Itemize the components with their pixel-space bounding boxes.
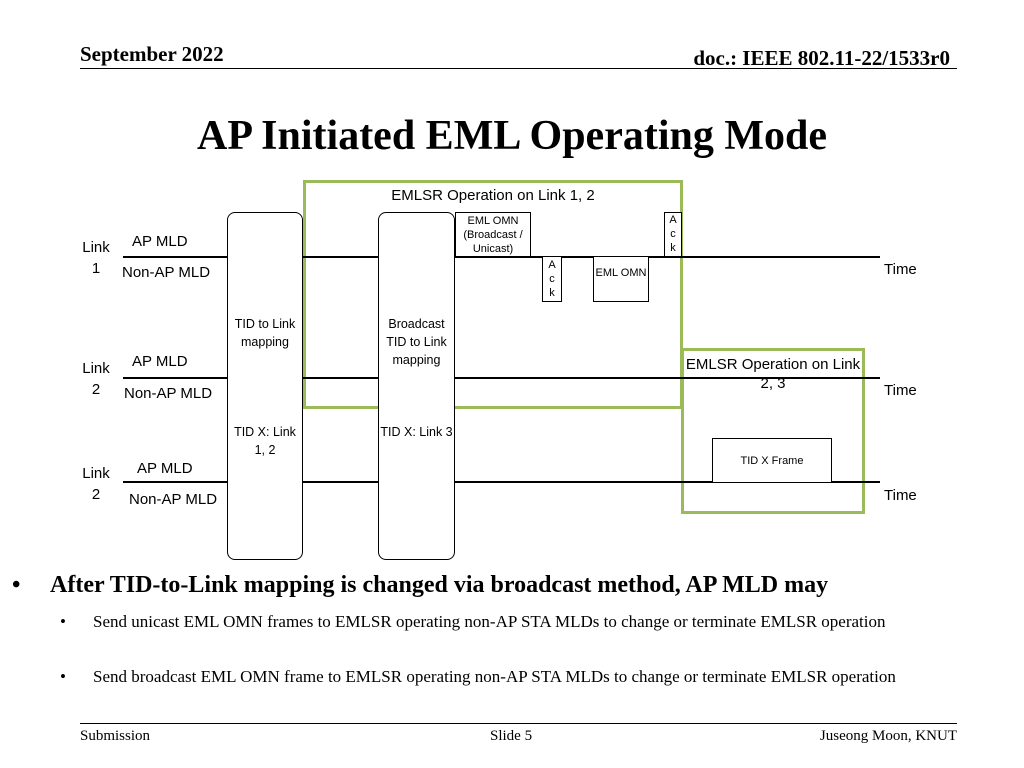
row-1-nonap-label: Non-AP MLD: [122, 264, 211, 281]
emlsr-link-2-3-label: EMLSR Operation on Link 2, 3: [685, 356, 861, 392]
header-rule: [80, 68, 957, 69]
row-1-link-text: Link: [82, 239, 110, 256]
ack-frame-2-text: A c k: [665, 213, 681, 255]
ack-frame-2: A c k: [664, 212, 682, 257]
header-date: September 2022: [80, 42, 224, 66]
ack-2-letter-a: A: [669, 214, 677, 226]
eml-omn-broadcast-text: EML OMN (Broadcast / Unicast): [463, 215, 523, 255]
row-3-link-text: Link: [82, 465, 110, 482]
row-2-link-number: 2: [91, 381, 101, 398]
row-1-link-number: 1: [91, 260, 101, 277]
footer-author: Juseong Moon, KNUT: [819, 728, 957, 744]
row-3-link-number: 2: [91, 486, 101, 503]
ack-2-letter-k: k: [670, 242, 676, 254]
ack-frame-1: A c k: [542, 256, 562, 302]
broadcast-tid-mapping-box: Broadcast TID to Link mapping TID X: Lin…: [378, 212, 455, 560]
ack-1-letter-k: k: [549, 287, 555, 299]
row-2-time-label: Time: [884, 382, 917, 399]
timing-diagram: EMLSR Operation on Link 1, 2 EMLSR Opera…: [80, 180, 917, 560]
bullet-sub-marker-2: •: [60, 667, 66, 686]
bullet-main: After TID-to-Link mapping is changed via…: [50, 572, 829, 598]
bullet-sub-2: Send broadcast EML OMN frame to EMLSR op…: [93, 667, 896, 686]
ack-frame-1-text: A c k: [543, 258, 561, 300]
bullet-marker-main: •: [12, 572, 21, 598]
link-3-timeline: [123, 481, 880, 483]
row-3-ap-label: AP MLD: [137, 460, 193, 477]
emlsr-link-1-2-label: EMLSR Operation on Link 1, 2: [391, 187, 595, 204]
tid-to-link-mapping-box: TID to Link mapping TID X: Link 1, 2: [227, 212, 303, 560]
eml-omn-frame: EML OMN: [593, 256, 649, 302]
link-1-timeline: [123, 256, 880, 258]
tid-x-frame-text: TID X Frame: [740, 455, 804, 467]
row-2-nonap-label: Non-AP MLD: [124, 385, 213, 402]
row-3-link-label: Link 2: [80, 463, 112, 505]
row-1-ap-label: AP MLD: [132, 233, 188, 250]
tid-x-frame: TID X Frame: [712, 438, 832, 483]
broadcast-mapping-label: Broadcast TID to Link mapping: [386, 317, 447, 367]
emlsr-link-2-3-region: [681, 348, 865, 514]
row-2-link-text: Link: [82, 360, 110, 377]
ack-2-letter-c: c: [670, 228, 676, 240]
emlsr-link-1-2-region: [303, 180, 683, 409]
broadcast-mapping-value: TID X: Link 3: [380, 425, 453, 439]
tid-mapping-value: TID X: Link 1, 2: [234, 425, 296, 457]
eml-omn-text: EML OMN: [595, 267, 647, 279]
ack-1-letter-a: A: [548, 259, 556, 271]
eml-omn-broadcast-frame: EML OMN (Broadcast / Unicast): [455, 212, 531, 257]
bullet-sub-marker-1: •: [60, 612, 66, 631]
ack-1-letter-c: c: [549, 273, 555, 285]
bullet-sub-1: Send unicast EML OMN frames to EMLSR ope…: [93, 612, 886, 631]
tid-mapping-label: TID to Link mapping: [234, 317, 296, 349]
footer-submission: Submission: [80, 728, 151, 744]
link-2-timeline: [123, 377, 880, 379]
page-title: AP Initiated EML Operating Mode: [197, 113, 827, 159]
row-2-ap-label: AP MLD: [132, 353, 188, 370]
row-3-time-label: Time: [884, 487, 917, 504]
row-3-nonap-label: Non-AP MLD: [129, 491, 218, 508]
row-1-link-label: Link 1: [80, 237, 112, 279]
footer-rule: [80, 723, 957, 724]
row-2-link-label: Link 2: [80, 358, 112, 400]
row-1-time-label: Time: [884, 261, 917, 278]
header-doc-id: doc.: IEEE 802.11-22/1533r0: [693, 46, 950, 70]
footer-slide-number: Slide 5: [490, 728, 533, 744]
